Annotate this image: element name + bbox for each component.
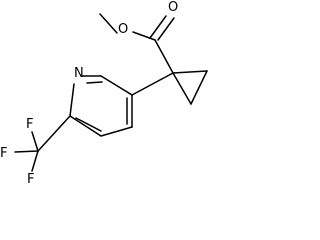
- bond-cf3-to-f-top: [31, 131, 39, 152]
- atom-f-top: F: [26, 117, 33, 132]
- bond-cf3-to-f-bottom: [31, 150, 39, 172]
- atom-o-carbonyl: O: [168, 0, 178, 15]
- atom-o-ester: O: [118, 22, 128, 37]
- bond-pyridine-c5-c4: [100, 126, 133, 137]
- bond-cf3-to-f-left: [14, 150, 39, 153]
- bond-pyridine-c2-n-inner: [86, 81, 103, 84]
- chemical-structure: O O N F F F: [0, 0, 208, 187]
- bond-pyridine-c3-c2: [100, 75, 133, 96]
- bond-carbonyl-double-b: [157, 17, 175, 41]
- atom-f-bottom: F: [27, 172, 34, 187]
- bond-quaternary-to-pyridine: [131, 72, 174, 96]
- bond-cyclopropyl-3: [190, 70, 208, 105]
- atom-n-ring: N: [74, 66, 84, 81]
- bond-pyridine-n-c6: [69, 83, 75, 117]
- bond-pyridine-c6-c5: [69, 115, 102, 137]
- bond-ring-to-cf3: [37, 115, 71, 152]
- bond-cyclopropyl-2: [172, 72, 192, 105]
- bond-cyclopropyl-1: [172, 70, 208, 74]
- bond-carbonyl-to-quaternary: [154, 39, 174, 74]
- bond-oxygen-carbonyl-carbon: [132, 31, 156, 41]
- bond-carbonyl-double-a: [149, 15, 167, 39]
- atom-f-left: F: [0, 146, 7, 161]
- bond-pyridine-c6-c5-inner: [75, 117, 102, 132]
- bond-methyl-oxygen: [99, 13, 118, 34]
